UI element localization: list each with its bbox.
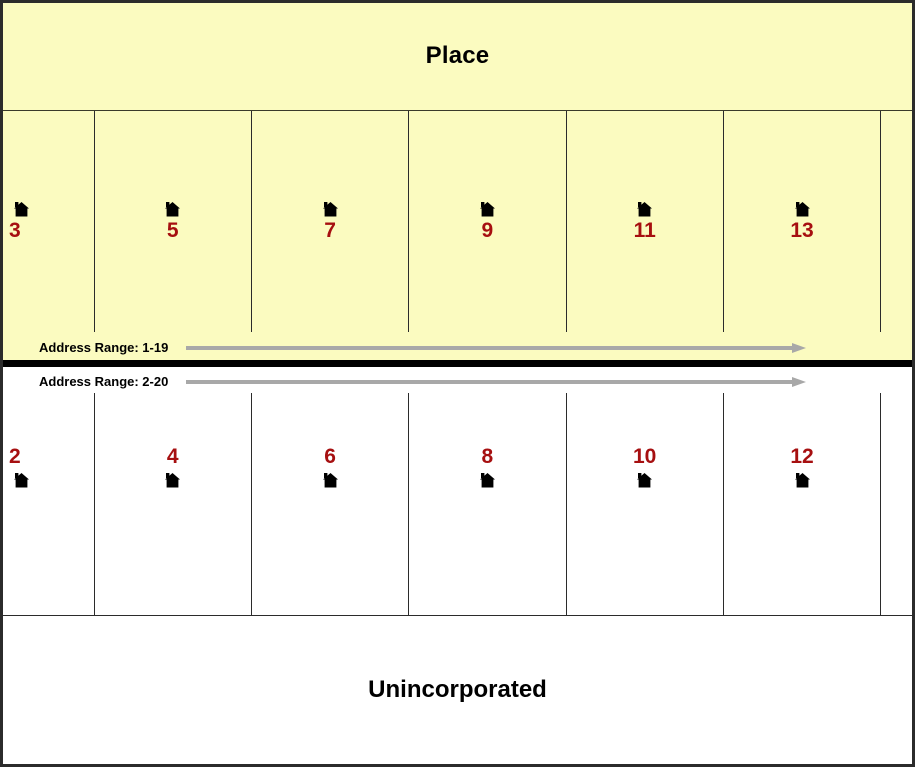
unincorporated-area: Unincorporated — [3, 616, 912, 764]
even-address-range-band: Address Range: 2-20 — [3, 367, 912, 396]
lot-number: 13 — [790, 219, 814, 242]
house-icon — [794, 473, 810, 488]
place-area: Place — [3, 3, 912, 365]
lot-number: 12 — [790, 445, 814, 468]
lot-odd-5: 5 — [95, 111, 252, 332]
lot-number: 4 — [166, 445, 179, 468]
house-icon — [165, 473, 181, 488]
lot-number: 2 — [9, 445, 21, 468]
lot-odd-13: 13 — [724, 111, 882, 332]
house-icon — [479, 473, 495, 488]
lot-even-6: 6 — [252, 393, 410, 615]
house-icon — [637, 473, 653, 488]
lot-odd-11: 11 — [567, 111, 724, 332]
house-icon — [322, 202, 338, 217]
house-icon — [14, 473, 29, 488]
lot-even-8: 8 — [409, 393, 567, 615]
lot-number: 3 — [9, 219, 21, 242]
place-title: Place — [425, 42, 490, 69]
arrow-right-icon — [186, 343, 807, 353]
lot-number: 8 — [481, 445, 494, 468]
lot-number: 10 — [633, 445, 657, 468]
lot-odd-9: 9 — [409, 111, 567, 332]
lot-even-4: 4 — [95, 393, 252, 615]
lot-number: 9 — [481, 219, 494, 242]
house-icon — [14, 202, 29, 217]
lot-odd-7: 7 — [252, 111, 410, 332]
lot-number: 6 — [324, 445, 336, 468]
lot-even-2: 2 — [3, 393, 95, 615]
lot-even-10: 10 — [567, 393, 724, 615]
lot-even-12: 12 — [724, 393, 882, 615]
unincorporated-title: Unincorporated — [368, 676, 547, 703]
house-icon — [165, 202, 181, 217]
house-icon — [479, 202, 495, 217]
odd-address-range-band: Address Range: 1-19 — [3, 333, 912, 362]
lot-odd-partial — [881, 111, 912, 332]
street-center-line — [3, 360, 912, 367]
lot-number: 5 — [166, 219, 179, 242]
house-icon — [794, 202, 810, 217]
house-icon — [637, 202, 653, 217]
arrow-right-icon — [186, 377, 807, 387]
lot-even-partial — [881, 393, 912, 615]
lot-odd-3: 3 — [3, 111, 95, 332]
odd-side-lot-row: 3 5 7 — [3, 110, 912, 332]
house-icon — [322, 473, 338, 488]
even-address-range-label: Address Range: 2-20 — [39, 374, 169, 389]
lot-number: 7 — [324, 219, 336, 242]
lot-number: 11 — [633, 219, 656, 242]
even-side-lot-row: 2 4 6 — [3, 393, 912, 616]
odd-address-range-label: Address Range: 1-19 — [39, 340, 169, 355]
